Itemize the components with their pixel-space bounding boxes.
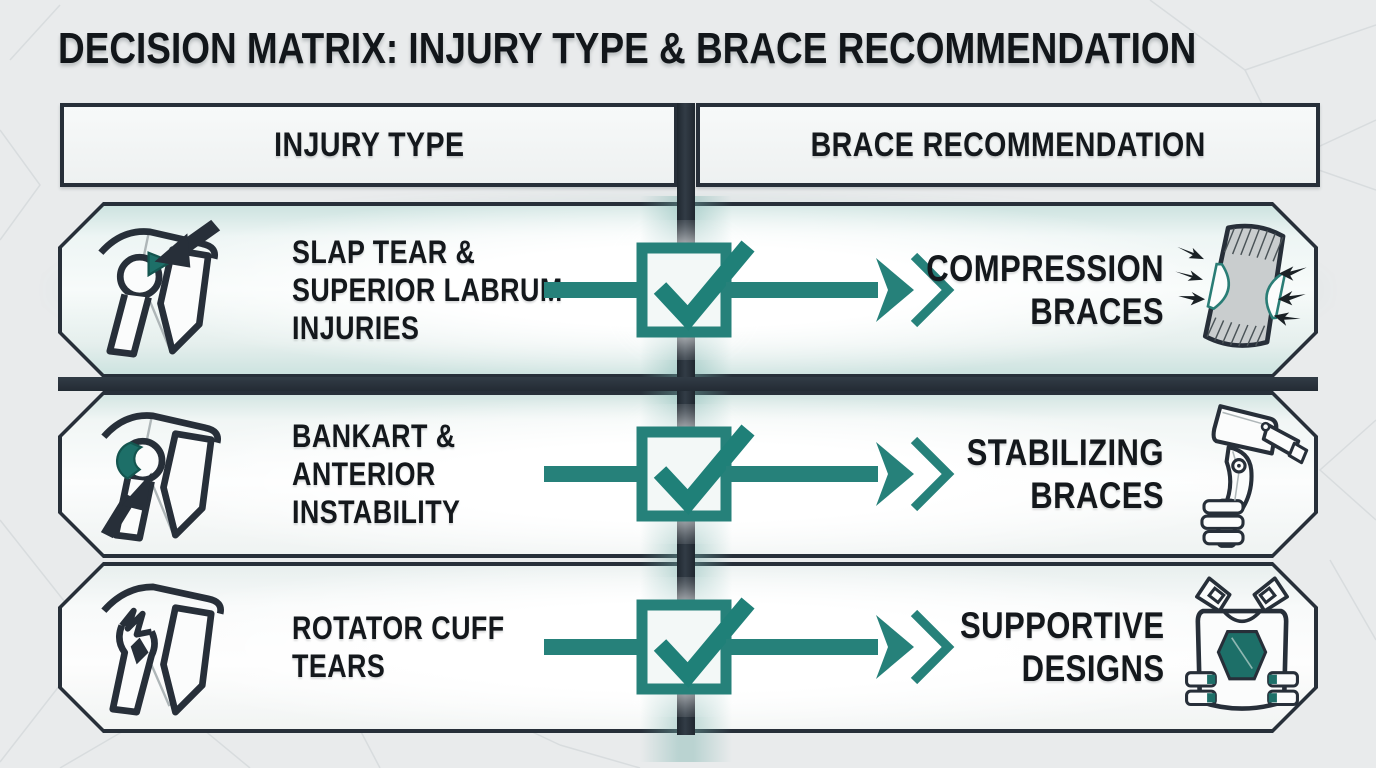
injury-arrow [154,219,221,268]
recommendation-label-compression: COMPRESSION BRACES [926,248,1164,332]
anterior-labrum-highlight [115,441,144,480]
shoulder-bankart-instability-icon [100,412,221,542]
injury-label-bankart: BANKART & ANTERIOR INSTABILITY [292,418,461,530]
injury-label-slap-tear: SLAP TEAR & SUPERIOR LABRUM INJURIES [292,234,563,346]
header-cell-injury-type: INJURY TYPE [60,103,678,187]
shoulder-rotator-cuff-tear-icon [101,583,224,716]
injury-label-rotator-cuff: ROTATOR CUFF TEARS [292,610,505,684]
checkmark-icon [653,597,755,688]
flow-line-left [544,639,648,655]
connector-row2 [544,419,955,529]
vest-center-panel [1216,630,1268,681]
injury-arrow [100,472,152,539]
header-label-injury-type: INJURY TYPE [273,125,465,164]
compression-sleeve-icon [1175,223,1307,348]
double-chevron-arrow-icon [876,436,955,512]
flow-line-left [544,282,648,298]
double-chevron-arrow-icon [876,609,955,685]
shoulder-slap-tear-icon [98,219,221,358]
flow-line-right [726,639,878,655]
stabilizing-brace-icon [1200,404,1309,548]
header-label-brace-recommendation: BRACE RECOMMENDATION [810,125,1206,164]
checkmark-icon [653,424,755,515]
row-separator-bar [58,377,1318,391]
flow-line-right [726,282,878,298]
header-cell-brace-recommendation: BRACE RECOMMENDATION [696,103,1320,187]
connector-row3 [544,592,955,702]
double-chevron-arrow-icon [876,252,955,328]
flow-line-left [544,466,648,482]
supportive-vest-icon [1185,576,1299,711]
checkmark-icon [653,240,755,331]
recommendation-label-stabilizing: STABILIZING BRACES [966,432,1164,516]
recommendation-label-supportive: SUPPORTIVE DESIGNS [959,605,1164,689]
cuff-tear-highlight [130,637,149,665]
page-title: DECISION MATRIX: INJURY TYPE & BRACE REC… [58,24,1197,73]
compression-arrows [1175,246,1307,326]
connector-row1 [544,235,955,345]
flow-line-right [726,466,878,482]
